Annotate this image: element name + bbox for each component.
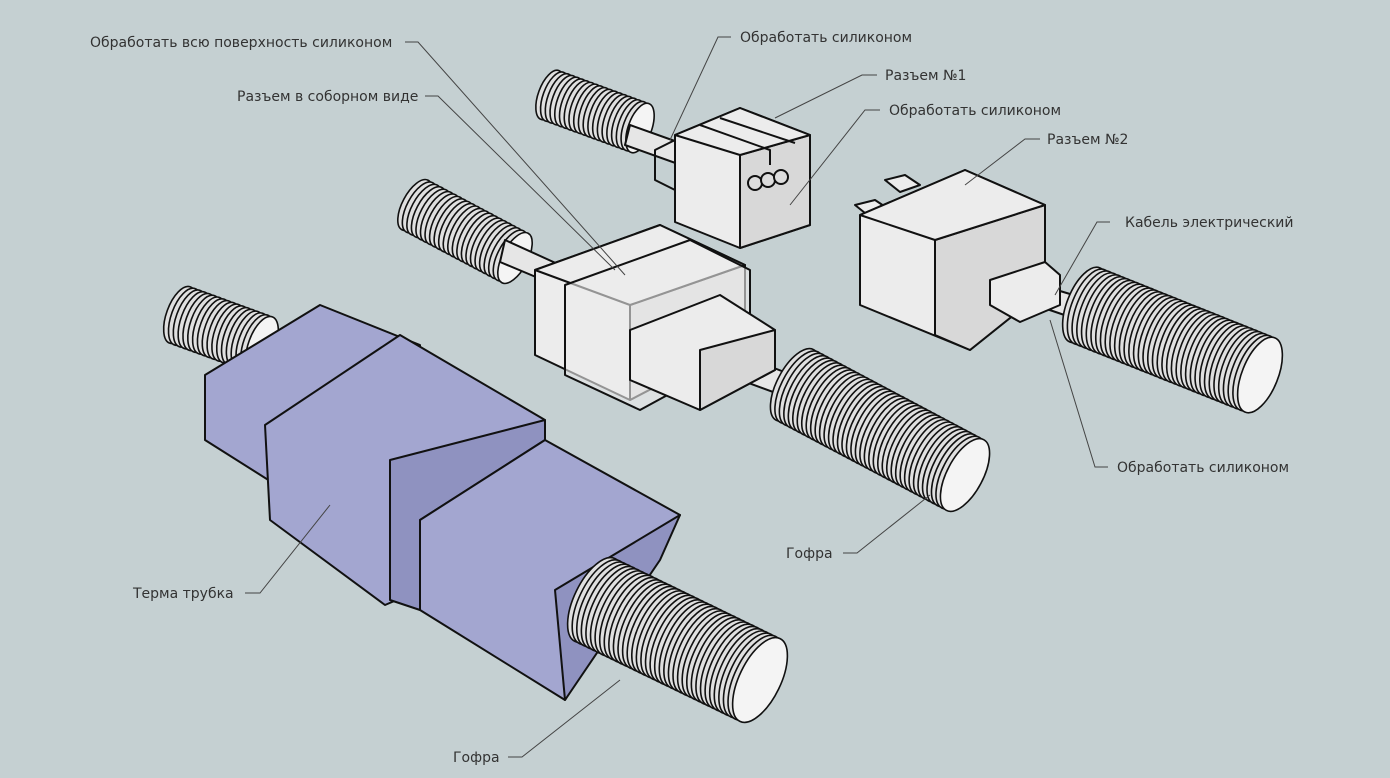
corrugated-tubes-back xyxy=(162,69,655,375)
label-coat-silicone-1: Обработать силиконом xyxy=(740,30,912,46)
label-assembled-connector: Разъем в соборном виде xyxy=(237,89,418,105)
label-coat-silicone-3: Обработать силиконом xyxy=(1117,460,1289,476)
label-coat-silicone-2: Обработать силиконом xyxy=(889,103,1061,119)
label-electric-cable: Кабель электрический xyxy=(1125,215,1294,231)
label-corrugated-tube-2: Гофра xyxy=(453,750,500,766)
label-heat-shrink-tube: Терма трубка xyxy=(132,586,234,602)
label-corrugated-tube-1: Гофра xyxy=(786,546,833,562)
corrugated-tube-top xyxy=(535,69,655,154)
assembled-connector-model xyxy=(534,224,776,411)
corrugated-tube-bottom xyxy=(566,556,789,724)
labels: Обработать всю поверхность силиконом Раз… xyxy=(90,30,1294,766)
label-coat-all-surface: Обработать всю поверхность силиконом xyxy=(90,35,392,51)
corrugated-tube-middle-right xyxy=(769,347,991,513)
connector-2-model xyxy=(854,169,1061,351)
corrugated-tube-right xyxy=(1061,266,1284,414)
corrugated-tube-left xyxy=(162,285,280,375)
corrugated-tubes-front xyxy=(566,266,1284,724)
connector-1-model xyxy=(654,107,811,249)
label-connector-1: Разъем №1 xyxy=(885,68,966,84)
label-connector-2: Разъем №2 xyxy=(1047,132,1128,148)
corrugated-tube-middle xyxy=(396,178,534,285)
leader-lines xyxy=(245,36,1110,758)
